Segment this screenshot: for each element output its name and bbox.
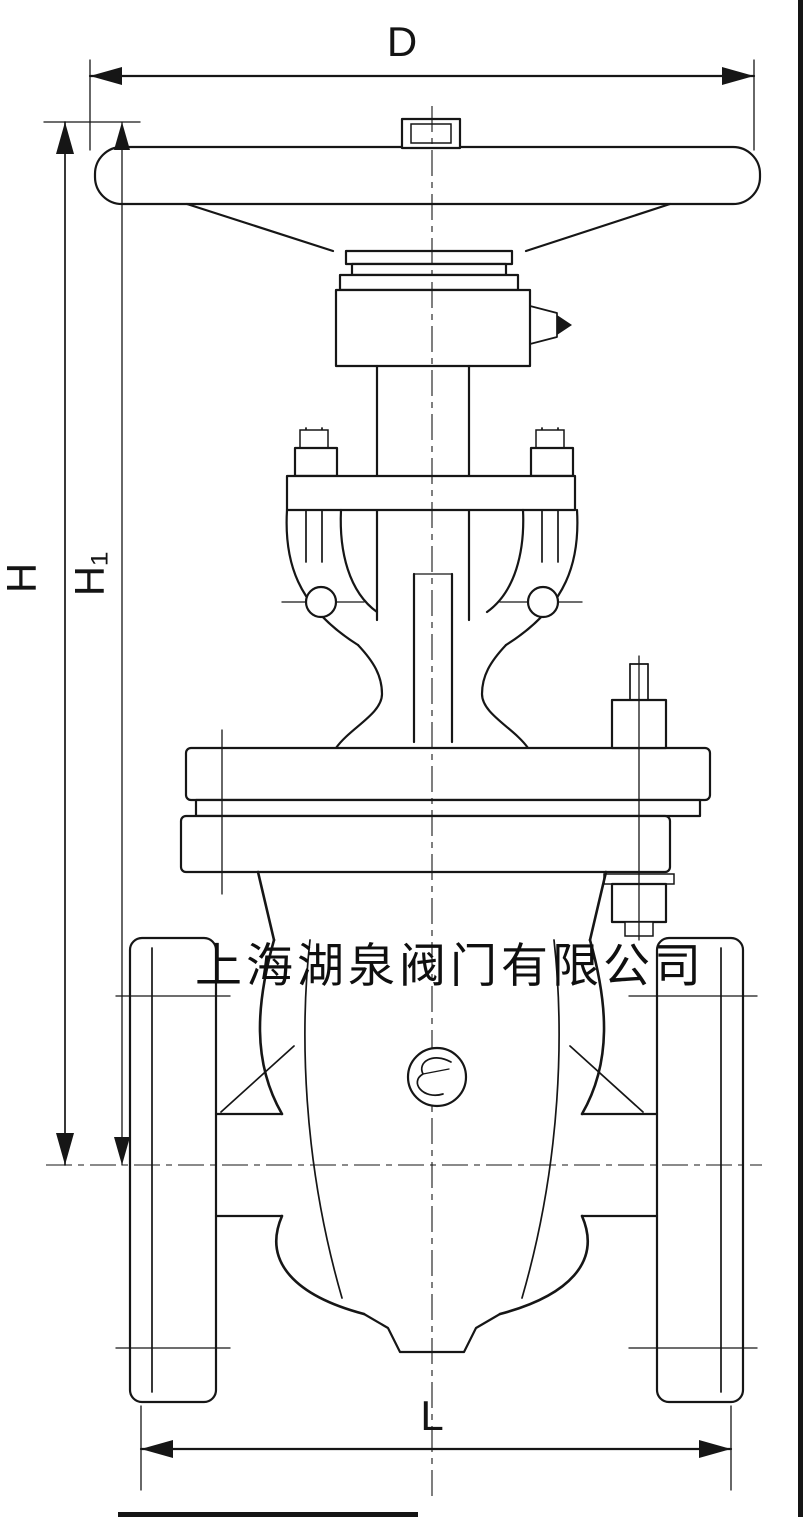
- dim-d-arrow-left: [90, 67, 122, 85]
- dimension-d: D: [88, 18, 756, 151]
- bonnet-bell: [334, 643, 530, 750]
- dimension-h: H: [0, 121, 141, 1166]
- body-neck-right: [588, 870, 608, 942]
- gland-assembly: [285, 427, 577, 563]
- dim-h-arrow-top: [56, 122, 74, 154]
- dim-h-label: H: [0, 563, 45, 593]
- dim-l-arrow-right: [699, 1440, 731, 1458]
- pipe-flange-right: [628, 936, 758, 1404]
- yoke-pivot-left: [304, 585, 338, 619]
- grease-fitting: [529, 305, 558, 345]
- centerlines: [46, 106, 762, 1502]
- yoke-arms: [281, 508, 583, 647]
- dim-h-arrow-bottom: [56, 1133, 74, 1165]
- gusset-left: [220, 1045, 295, 1113]
- brand-logo: [406, 1046, 468, 1108]
- gland-stud-cap-right: [535, 429, 565, 449]
- watermark-company-text: 上海湖泉阀门有限公司: [195, 941, 705, 993]
- dim-d-arrow-right: [722, 67, 754, 85]
- gland-stud-cap-left: [299, 429, 329, 449]
- dim-h1-arrow-bottom: [114, 1137, 130, 1165]
- bonnet-flange: [179, 729, 712, 895]
- pipe-flange-left: [115, 936, 231, 1404]
- dimension-l: L: [139, 1392, 733, 1491]
- logo-circle: [406, 1046, 468, 1108]
- handwheel: [93, 117, 762, 253]
- gate-chamber-right: [521, 939, 560, 1299]
- dim-h1-arrow-top: [114, 122, 130, 150]
- body-neck-left: [256, 870, 276, 942]
- dim-h1-label: H₁: [66, 552, 113, 597]
- yoke-collar: [338, 249, 520, 292]
- bonnet-gasket: [194, 798, 702, 818]
- gland-plate: [285, 474, 577, 512]
- dim-d-label: D: [387, 18, 417, 65]
- bonnet-stud: [603, 655, 675, 941]
- valve-stem: [375, 364, 471, 744]
- gusset-right: [569, 1045, 644, 1113]
- gland-nut-left: [293, 446, 339, 478]
- dimension-h1: H₁: [66, 121, 130, 1166]
- scan-edge-bottom: [118, 1512, 418, 1517]
- gate-chamber-left: [304, 939, 343, 1299]
- gland-nut-right: [529, 446, 575, 478]
- dim-l-label: L: [420, 1392, 443, 1439]
- dim-l-arrow-left: [141, 1440, 173, 1458]
- yoke-pivot-right: [526, 585, 560, 619]
- scan-edge-right: [798, 0, 803, 1517]
- stuffing-box: [334, 288, 572, 368]
